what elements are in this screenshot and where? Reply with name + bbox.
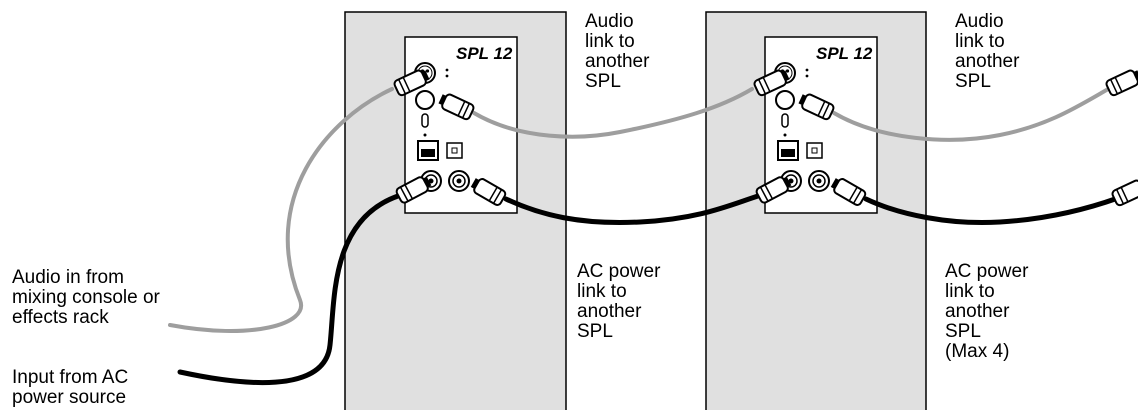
- power-cables: [177, 193, 1121, 386]
- audio-link-jack[interactable]: [415, 90, 435, 110]
- indicator-dot: [783, 133, 787, 137]
- indicator-dot: [445, 68, 449, 72]
- speaker-2: SPL 12: [705, 11, 927, 413]
- fuse-holder[interactable]: [446, 142, 463, 159]
- speaker-model-label: SPL 12: [456, 44, 513, 63]
- audio-link-cable-2: [832, 86, 1112, 142]
- level-control[interactable]: [781, 113, 789, 128]
- ac-link-cable-1: [503, 193, 761, 225]
- audio-link-jack[interactable]: [775, 90, 795, 110]
- fuse-holder[interactable]: [806, 142, 823, 159]
- ac-input-label: Input from AC power source: [12, 367, 129, 408]
- level-control[interactable]: [421, 113, 429, 128]
- audio-link-label-2: Audio link to another SPL: [955, 11, 1020, 92]
- ac-link-jack[interactable]: [448, 170, 470, 192]
- power-switch-rocker: [781, 149, 795, 157]
- indicator-dot: [445, 74, 449, 78]
- indicator-dot: [423, 133, 427, 137]
- power-switch-rocker: [421, 149, 435, 157]
- indicator-dot: [805, 68, 809, 72]
- audio-cables: [168, 86, 1112, 333]
- audio-link-label-1: Audio link to another SPL: [585, 11, 650, 92]
- ac-input-cable: [177, 193, 401, 386]
- audio-link-cable-1: [472, 87, 754, 139]
- indicator-dot: [805, 74, 809, 78]
- ac-link-label-2: AC power link to another SPL (Max 4): [945, 261, 1029, 362]
- speaker-model-label: SPL 12: [816, 44, 873, 63]
- audio-in-cable: [168, 87, 394, 333]
- xlr-plug: [1104, 66, 1138, 98]
- ac-link-label-1: AC power link to another SPL: [577, 261, 661, 342]
- audio-in-label: Audio in from mixing console or effects …: [12, 267, 160, 328]
- power-plug: [1110, 176, 1138, 208]
- ac-link-jack[interactable]: [808, 170, 830, 192]
- ac-link-cable-2: [863, 195, 1121, 225]
